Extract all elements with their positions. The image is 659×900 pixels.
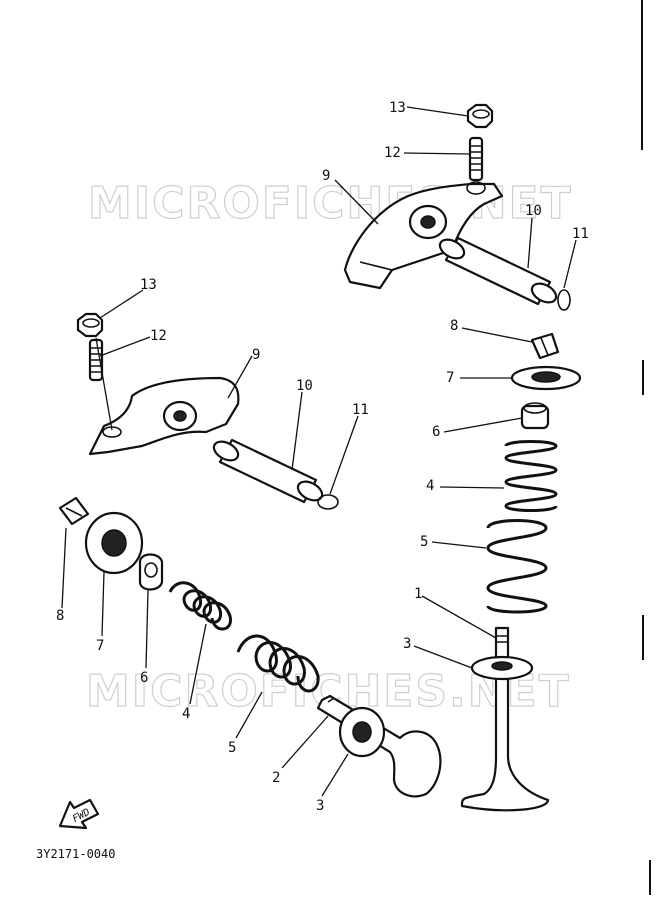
part-11-o-ring-upper [557, 289, 571, 311]
callout-12-upper: 12 [384, 145, 401, 161]
callout-3-left: 3 [316, 798, 324, 814]
part-11-o-ring-left [317, 494, 339, 510]
callout-13-left: 13 [140, 277, 157, 293]
part-6-seal-right [520, 402, 550, 430]
callout-8-left: 8 [56, 608, 64, 624]
callout-2: 2 [272, 770, 280, 786]
callout-1: 1 [414, 586, 422, 602]
page-edge-marks [641, 0, 651, 895]
callout-8-right: 8 [450, 318, 458, 334]
part-10-rocker-shaft-left [212, 438, 324, 504]
callout-13-upper: 13 [389, 100, 406, 116]
callout-3-right: 3 [403, 636, 411, 652]
part-4-inner-spring-right [504, 440, 558, 512]
part-10-rocker-shaft-upper [438, 236, 558, 306]
part-6-seal-left [138, 553, 164, 591]
part-1-valve-right [460, 626, 550, 812]
part-13-nut-left [76, 312, 104, 338]
part-7-retainer-right [510, 365, 582, 391]
callout-7-left: 7 [96, 638, 104, 654]
part-8-cotter-left [58, 496, 90, 526]
callout-7-right: 7 [446, 370, 454, 386]
callout-12-left: 12 [150, 328, 167, 344]
callout-4-right: 4 [426, 478, 434, 494]
callout-6-left: 6 [140, 670, 148, 686]
callout-10-left: 10 [296, 378, 313, 394]
callout-10-upper: 10 [525, 203, 542, 219]
part-8-cotter-right [530, 332, 560, 360]
part-3-seat-right [470, 655, 534, 681]
callout-9-left: 9 [252, 347, 260, 363]
leader-lines [61, 106, 577, 797]
callout-4-left: 4 [182, 706, 190, 722]
part-3-seat-left [338, 706, 386, 758]
part-13-nut-upper [466, 103, 494, 129]
diagram-code: 3Y2171-0040 [36, 847, 115, 861]
part-5-outer-spring-left [236, 634, 320, 693]
part-9-rocker-arm-upper [343, 181, 504, 290]
part-7-retainer-left [84, 511, 144, 575]
callout-5-left: 5 [228, 740, 236, 756]
callout-6-right: 6 [432, 424, 440, 440]
callout-5-right: 5 [420, 534, 428, 550]
part-5-outer-spring-right [486, 519, 548, 614]
fwd-arrow-icon: FWD [58, 798, 100, 830]
part-12-adjuster-screw-upper [468, 136, 484, 182]
callout-11-upper: 11 [572, 226, 589, 242]
watermark-top: MICROFICHES.NET [88, 178, 573, 229]
part-12-adjuster-screw-left [88, 338, 104, 382]
part-4-inner-spring-left [168, 581, 232, 631]
callout-11-left: 11 [352, 402, 369, 418]
callout-9-upper: 9 [322, 168, 330, 184]
